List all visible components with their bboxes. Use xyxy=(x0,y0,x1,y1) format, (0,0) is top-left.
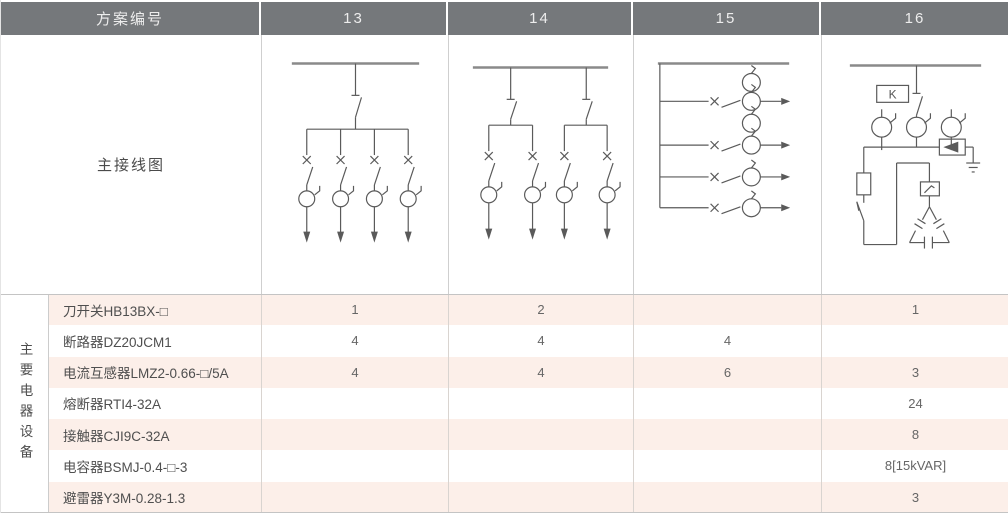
wiring-diagram-16-svg: K xyxy=(849,64,982,249)
equipment-value xyxy=(448,450,633,482)
table-rule-top-of-equipment xyxy=(1,294,1008,295)
equipment-value: 1 xyxy=(821,294,1008,326)
equipment-value: 24 xyxy=(821,387,1008,420)
equipment-value: 4 xyxy=(448,325,633,357)
equipment-value: 8 xyxy=(821,419,1008,451)
equipment-name: 避雷器Y3M-0.28-1.3 xyxy=(49,481,261,513)
header-scheme-label: 方案编号 xyxy=(1,0,261,35)
wiring-diagram-16: K xyxy=(821,35,1008,294)
equipment-value xyxy=(633,294,821,326)
k-relay-label: K xyxy=(889,87,897,101)
equipment-value xyxy=(448,419,633,451)
wiring-diagram-15 xyxy=(633,35,821,294)
equipment-value: 8[15kVAR] xyxy=(821,450,1008,482)
wiring-diagram-14 xyxy=(448,35,633,294)
header-scheme-14: 14 xyxy=(448,0,633,35)
wiring-diagram-13-svg xyxy=(291,62,422,243)
equipment-name: 断路器DZ20JCM1 xyxy=(63,334,172,350)
equipment-value xyxy=(633,450,821,482)
equipment-value xyxy=(261,450,448,482)
equipment-value: 1 xyxy=(261,294,448,326)
equipment-value: 6 xyxy=(633,356,821,388)
equipment-value xyxy=(633,481,821,513)
equipment-value xyxy=(448,387,633,420)
table-rule-bottom xyxy=(1,512,1008,513)
wiring-diagram-14-svg xyxy=(472,66,621,240)
equipment-name: 电容器BSMJ-0.4-□-3 xyxy=(63,459,188,475)
equipment-value xyxy=(261,419,448,451)
contactor-symbol xyxy=(919,181,940,197)
main-wiring-diagram-label: 主接线图 xyxy=(96,157,165,174)
wiring-diagram-13 xyxy=(261,35,448,294)
equipment-value: 3 xyxy=(821,356,1008,388)
equipment-value xyxy=(633,387,821,420)
equipment-name: 接触器CJI9C-32A xyxy=(49,419,261,451)
header-scheme-16: 16 xyxy=(821,0,1008,35)
equipment-section-vertical-label: 主要电器设备 xyxy=(1,294,49,513)
fuse-symbol xyxy=(856,172,872,196)
equipment-value: 2 xyxy=(448,294,633,326)
equipment-value xyxy=(633,419,821,451)
header-scheme-15: 15 xyxy=(633,0,821,35)
equipment-name: 熔断器RTI4-32A xyxy=(63,397,162,413)
equipment-name: 电流互感器LMZ2-0.66-□/5A xyxy=(49,356,261,388)
wiring-diagram-15-svg xyxy=(657,62,791,218)
equipment-value: 4 xyxy=(261,325,448,357)
equipment-value xyxy=(448,481,633,513)
equipment-value xyxy=(261,481,448,513)
header-scheme-13: 13 xyxy=(261,0,448,35)
equipment-value: 4 xyxy=(633,325,821,357)
equipment-value: 3 xyxy=(821,481,1008,513)
equipment-value xyxy=(261,387,448,420)
equipment-name: 刀开关HB13BX-□ xyxy=(49,294,261,326)
equipment-value: 4 xyxy=(448,356,633,388)
k-relay-box xyxy=(876,84,910,103)
equipment-value: 4 xyxy=(261,356,448,388)
equipment-value xyxy=(821,325,1008,357)
